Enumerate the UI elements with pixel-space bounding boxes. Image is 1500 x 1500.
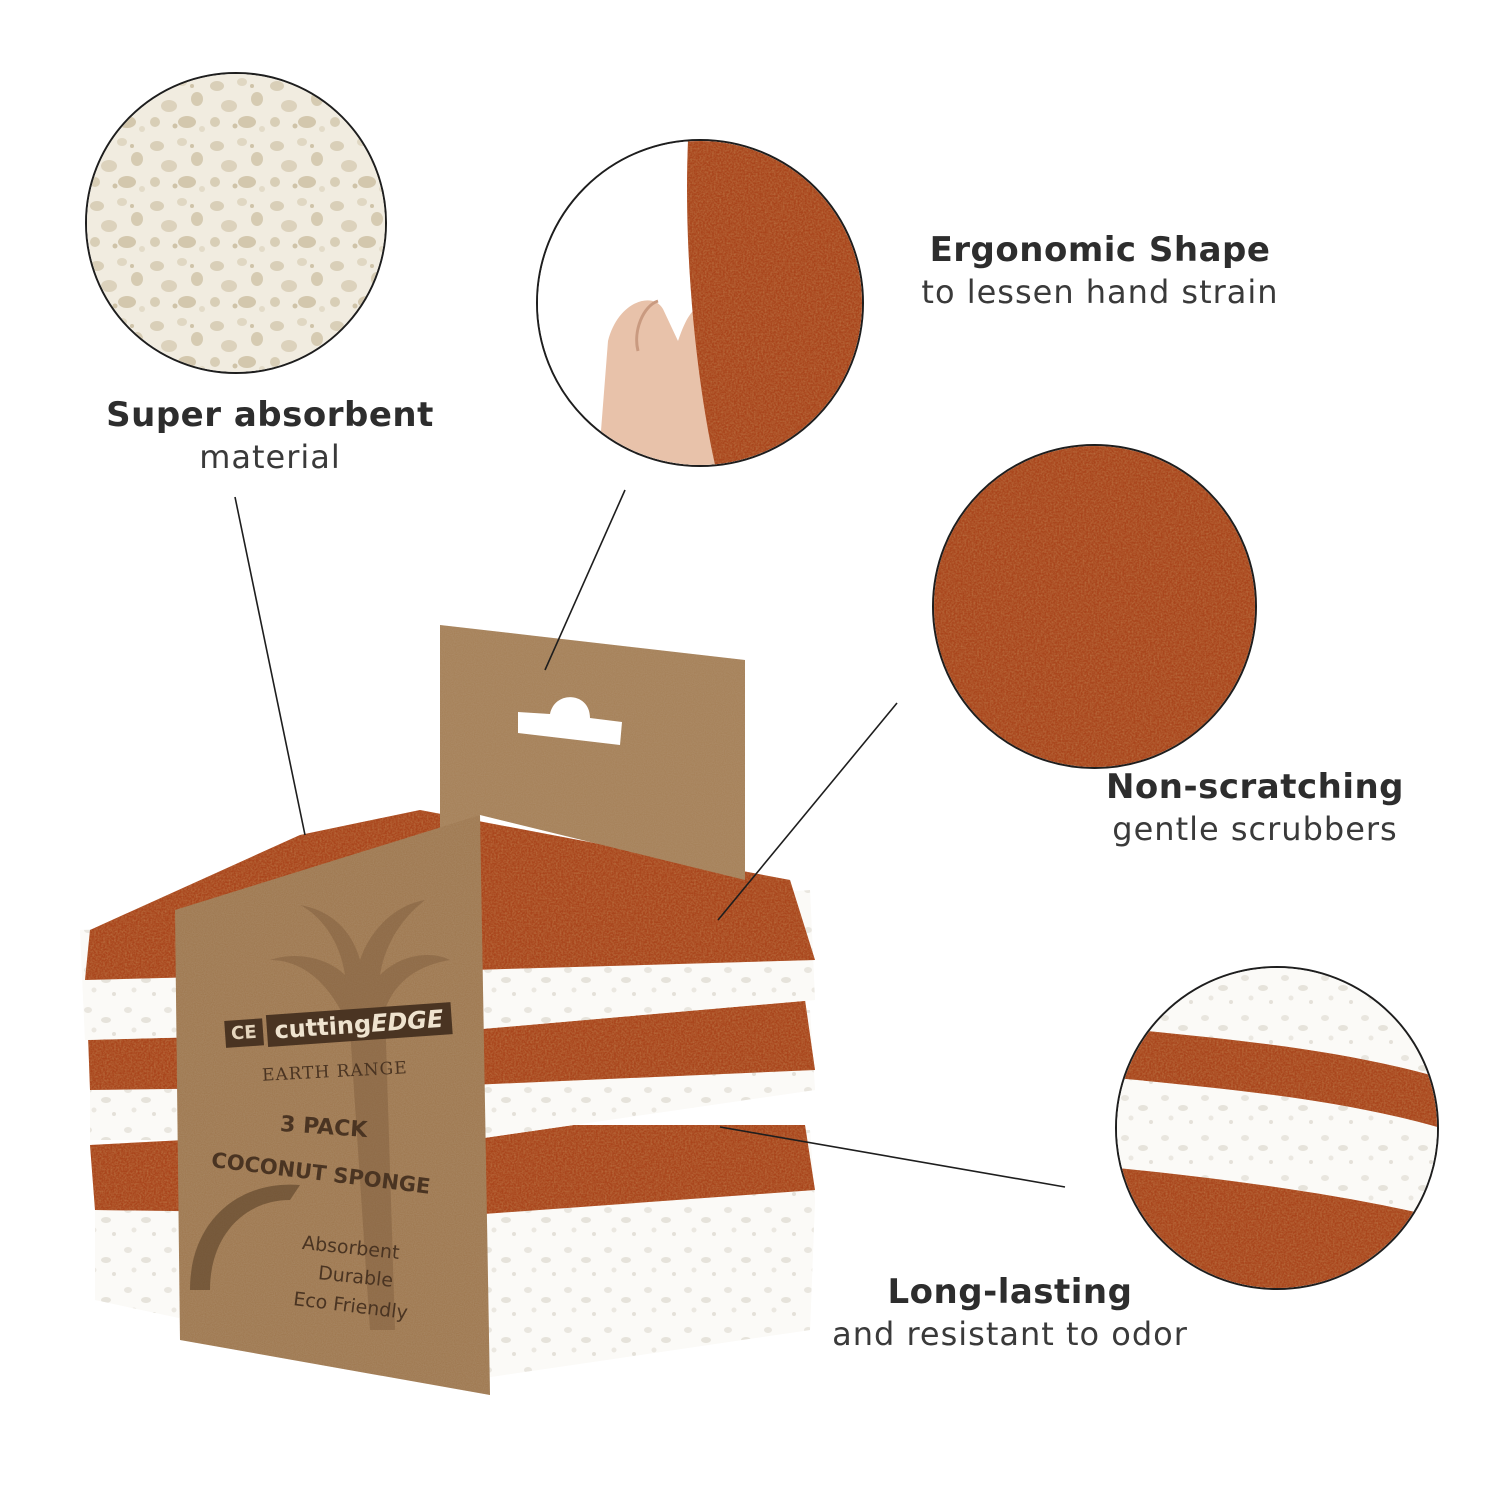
- feature-subtitle: to lessen hand strain: [921, 273, 1279, 312]
- hand-holding-sponge-image: [538, 141, 862, 465]
- feature-title: Ergonomic Shape: [929, 230, 1271, 270]
- long-lasting-circle: [1115, 966, 1439, 1290]
- sponge-layers-image: [1117, 968, 1437, 1288]
- feature-title: Non-scratching: [1105, 767, 1405, 807]
- sponge-texture-image: [87, 74, 385, 372]
- callout-line-long-lasting: [719, 1126, 1066, 1188]
- callout-line-non-scratching: [717, 702, 898, 921]
- feature-long-lasting: Long-lasting and resistant to odor: [790, 1270, 1230, 1356]
- callout-line-absorbent: [234, 496, 306, 836]
- non-scratching-circle: [932, 444, 1257, 769]
- feature-subtitle: gentle scrubbers: [1112, 810, 1398, 849]
- ergonomic-shape-circle: [536, 139, 864, 467]
- feature-subtitle: and resistant to odor: [832, 1315, 1188, 1354]
- coconut-fiber-texture-image: [934, 446, 1255, 767]
- feature-title: Super absorbent: [106, 395, 434, 435]
- feature-subtitle: material: [199, 438, 341, 477]
- feature-ergonomic: Ergonomic Shape to lessen hand strain: [880, 228, 1320, 314]
- feature-absorbent: Super absorbent material: [70, 393, 470, 479]
- sun-emblem-icon: [190, 1184, 300, 1290]
- feature-title: Long-lasting: [887, 1272, 1133, 1312]
- palm-tree-icon: [270, 900, 450, 1330]
- absorbent-texture-circle: [85, 72, 387, 374]
- feature-non-scratching: Non-scratching gentle scrubbers: [1060, 765, 1450, 851]
- hang-hole-icon: [518, 697, 622, 745]
- kraft-hang-tag: [175, 625, 745, 1395]
- callout-line-ergonomic: [544, 489, 626, 671]
